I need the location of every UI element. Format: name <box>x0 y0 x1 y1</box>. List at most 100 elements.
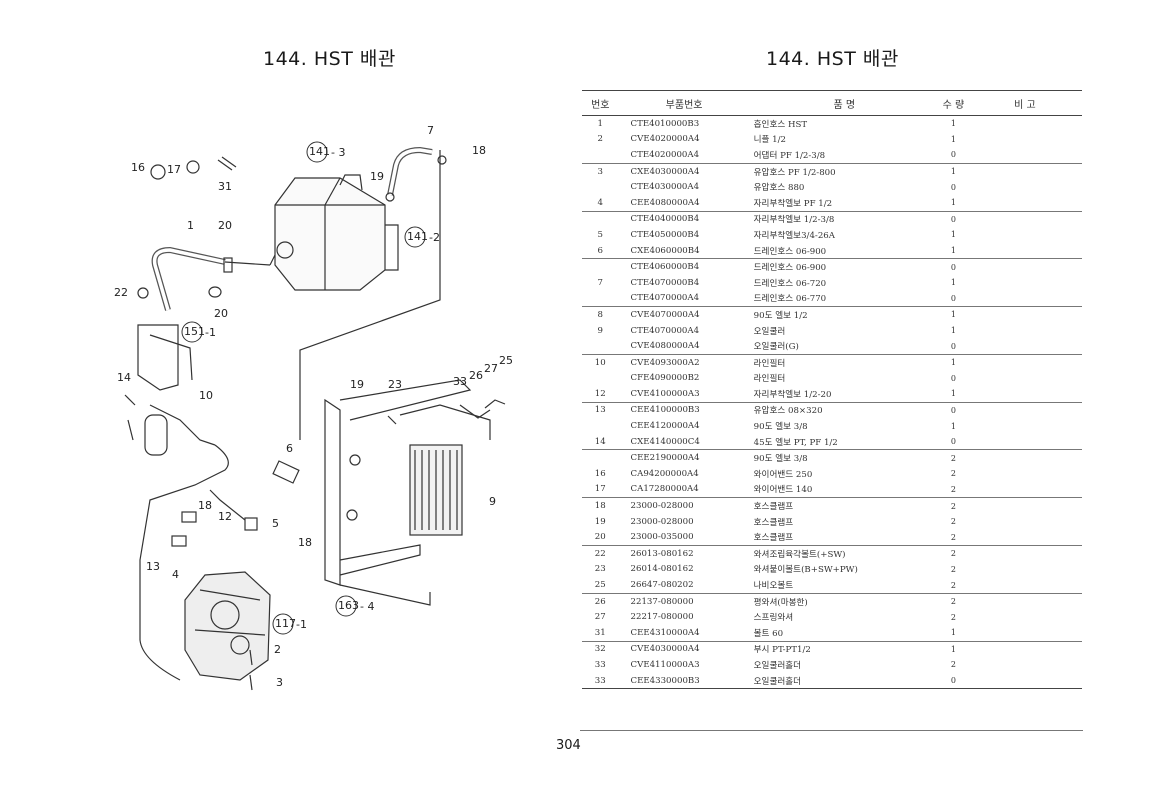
header-remark: 비 고 <box>967 90 1082 116</box>
row-number: 13 <box>582 401 619 419</box>
quantity: 2 <box>938 592 968 610</box>
row-number: 2 <box>597 134 603 145</box>
part-name: 호스클램프 <box>753 517 794 528</box>
quantity: 1 <box>950 134 956 144</box>
quantity: 0 <box>950 341 956 351</box>
quantity: 1 <box>950 421 956 431</box>
part-number: CTE4070000A4 <box>630 325 700 336</box>
row-number: 7 <box>597 277 603 288</box>
row-number: 9 <box>597 325 603 336</box>
part-number: 22217-080000 <box>630 612 694 623</box>
line-filter-10 <box>144 414 168 456</box>
row-number <box>582 147 619 163</box>
remark <box>968 147 1082 163</box>
part-name: 자리부착엘보 PF 1/2 <box>753 198 833 209</box>
quantity: 1 <box>938 353 968 371</box>
part-name: 45도 엘보 PT, PF 1/2 <box>753 437 838 448</box>
part-number: CVE4020000A4 <box>630 134 700 145</box>
remark <box>968 466 1082 482</box>
part-name: 자리부착엘보 1/2-3/8 <box>749 210 939 228</box>
header-quantity: 수 량 <box>938 90 968 116</box>
label-20a: 20 <box>218 219 232 232</box>
remark <box>968 323 1082 339</box>
clamp-19 <box>349 454 361 466</box>
part-number: CTE4060000B4 <box>618 258 750 275</box>
clamp-20 <box>208 286 222 298</box>
remark <box>968 577 1082 593</box>
part-name: 드레인호스 06-900 <box>749 258 939 275</box>
remark <box>968 625 1082 641</box>
part-number: CEE4330000B3 <box>618 672 750 690</box>
label-5: 5 <box>272 517 279 530</box>
part-name: 와이어밴드 250 <box>753 469 813 480</box>
hst-pump <box>184 571 271 681</box>
row-number <box>582 418 619 434</box>
remark <box>968 482 1082 498</box>
label-6: 6 <box>286 442 293 455</box>
ref-141-b-suffix: -2 <box>429 231 440 244</box>
part-name: 드레인호스 06-900 <box>753 246 827 257</box>
quantity: 2 <box>950 484 956 494</box>
label-17: 17 <box>167 163 181 176</box>
quantity: 1 <box>950 278 956 288</box>
row-number: 23 <box>594 564 606 575</box>
quantity: 1 <box>950 628 956 638</box>
hose-13 <box>171 535 187 547</box>
part-name: 유압호스 880 <box>753 183 805 194</box>
footer-rule <box>580 730 1083 731</box>
wire-band-17 <box>186 160 200 174</box>
remark <box>968 657 1082 673</box>
wire-band-16 <box>150 164 166 180</box>
hose-7 <box>387 146 433 196</box>
quantity: 0 <box>938 672 968 690</box>
row-number: 31 <box>594 627 606 638</box>
part-name: 라인필터 <box>753 374 786 385</box>
quantity: 0 <box>938 258 968 275</box>
quantity: 0 <box>950 373 956 383</box>
part-number: CTE4020000A4 <box>630 149 700 160</box>
row-number: 17 <box>594 484 606 495</box>
part-number: CVE4093000A2 <box>618 353 750 371</box>
label-3: 3 <box>276 676 283 689</box>
part-name: 볼트 60 <box>753 628 784 639</box>
label-1: 1 <box>187 219 194 232</box>
quantity: 2 <box>950 469 956 479</box>
row-number <box>582 291 619 307</box>
part-number: CEE4100000B3 <box>618 401 750 419</box>
part-number: CEE2190000A4 <box>618 449 750 467</box>
wing-bolt-25 <box>459 399 506 419</box>
quantity: 0 <box>950 293 956 303</box>
label-9: 9 <box>489 495 496 508</box>
row-number <box>582 371 619 387</box>
part-name: 부시 PT-PT1/2 <box>749 640 939 658</box>
quantity: 0 <box>950 182 956 192</box>
page-title-left: 144. HST 배관 <box>263 48 396 70</box>
part-number: CEE4080000A4 <box>630 197 700 208</box>
part-number: 26013-080162 <box>618 545 750 562</box>
label-27: 27 <box>484 362 498 375</box>
header-part-name: 품 명 <box>749 90 939 116</box>
part-number: CXE4140000C4 <box>630 436 700 447</box>
row-number: 20 <box>594 532 606 543</box>
pipe-route-2 <box>299 150 441 440</box>
clamp-19-top <box>385 192 395 202</box>
label-16: 16 <box>131 161 145 174</box>
label-10: 10 <box>199 389 213 402</box>
elbow-14 <box>124 394 136 441</box>
row-number: 5 <box>597 229 603 240</box>
part-name: 90도 엘보 3/8 <box>749 449 939 467</box>
remark <box>967 401 1082 419</box>
quantity: 2 <box>950 660 956 670</box>
